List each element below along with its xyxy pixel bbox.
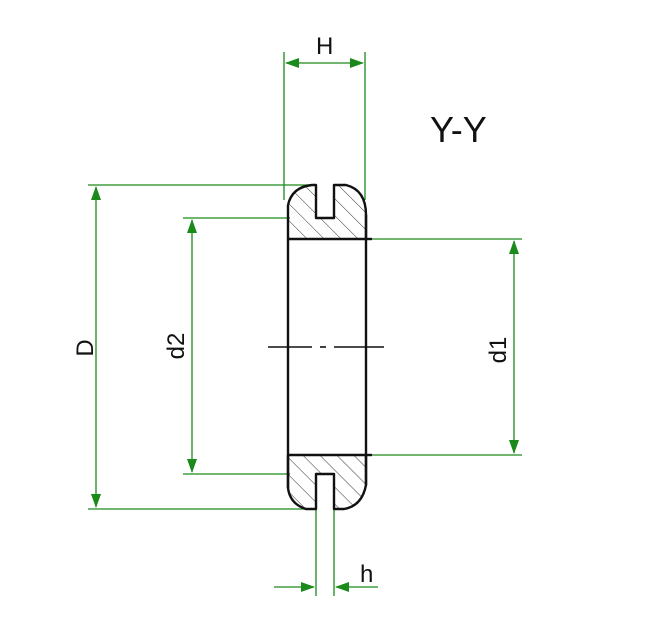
dimension-label-D: D bbox=[72, 339, 99, 356]
grommet-body bbox=[286, 183, 372, 511]
dimension-label-d1: d1 bbox=[485, 337, 512, 364]
dimension-label-d2: d2 bbox=[163, 333, 190, 360]
dimension-label-h: h bbox=[360, 561, 373, 588]
section-title: Y-Y bbox=[430, 109, 487, 150]
dimension-label-H: H bbox=[316, 33, 333, 60]
bottom-section-hatch bbox=[288, 455, 366, 509]
top-section-hatch bbox=[288, 185, 366, 239]
dimension-lines bbox=[88, 52, 522, 596]
